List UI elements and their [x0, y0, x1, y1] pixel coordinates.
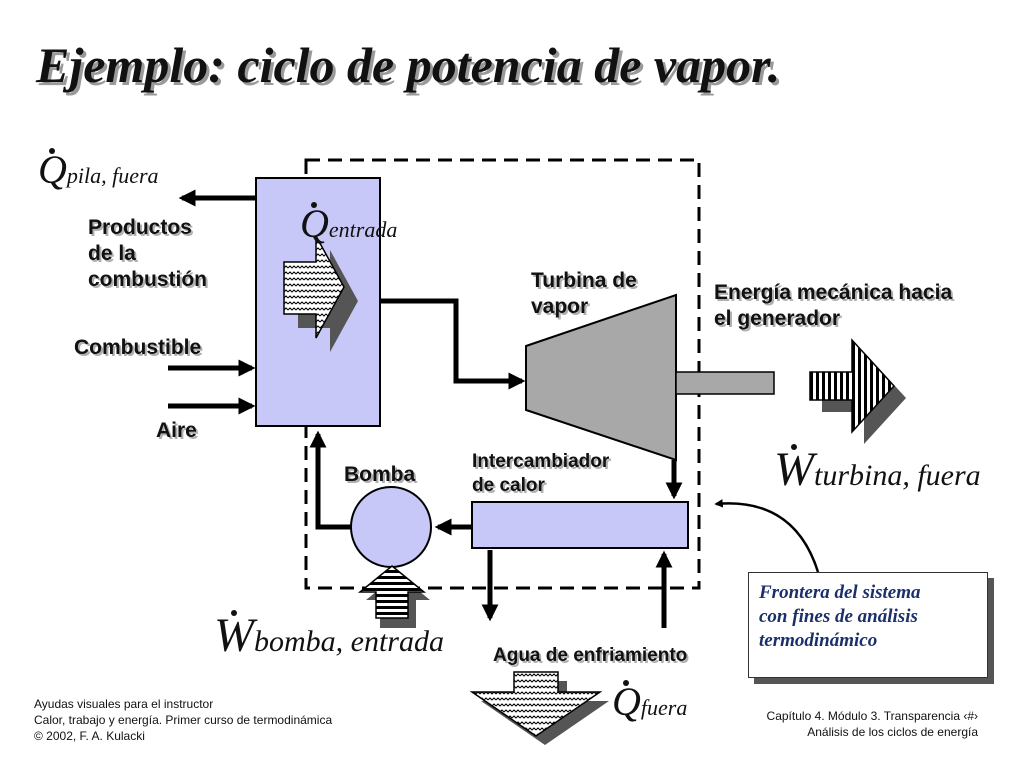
heat-out-arrow — [469, 671, 609, 745]
label-aire: Aire — [156, 419, 197, 442]
steam-to-turbine-line — [380, 298, 526, 390]
pump — [350, 486, 432, 568]
label-energia: Energía mecánica hacia el generador — [714, 281, 953, 330]
pump-work-arrow — [357, 565, 430, 628]
label-combustible: Combustible — [74, 336, 202, 359]
label-agua: Agua de enfriamiento — [493, 645, 688, 666]
label-bomba: Bomba — [344, 463, 416, 486]
pump-to-boiler-line — [309, 430, 351, 530]
footer-left: Ayudas visuales para el instructor Calor… — [34, 697, 333, 743]
eq-w-turbina: Wturbina, fuera — [774, 443, 981, 496]
page-title: Ejemplo: ciclo de potencia de vapor. — [36, 37, 781, 93]
heat-exchanger — [471, 501, 689, 549]
eq-w-bomba: Wbomba, entrada — [214, 609, 444, 662]
boundary-pointer — [714, 499, 820, 573]
turbine-work-arrow — [809, 338, 906, 444]
footer-right: Capítulo 4. Módulo 3. Transparencia ‹#› … — [766, 709, 978, 739]
heat-input-arrow — [283, 235, 358, 352]
eq-q-fuera: Qfuera — [612, 679, 688, 724]
label-intercambiador: Intercambiador de calor — [472, 451, 610, 496]
boundary-note: Frontera del sistema con fines de anális… — [748, 572, 988, 678]
turbine-shaft — [675, 371, 775, 395]
label-productos: Productos de la combustión — [88, 216, 207, 291]
label-turbina: Turbina de vapor — [531, 269, 637, 318]
eq-q-pila: Qpila, fuera — [38, 147, 159, 192]
eq-q-entrada: Qentrada — [300, 201, 398, 246]
